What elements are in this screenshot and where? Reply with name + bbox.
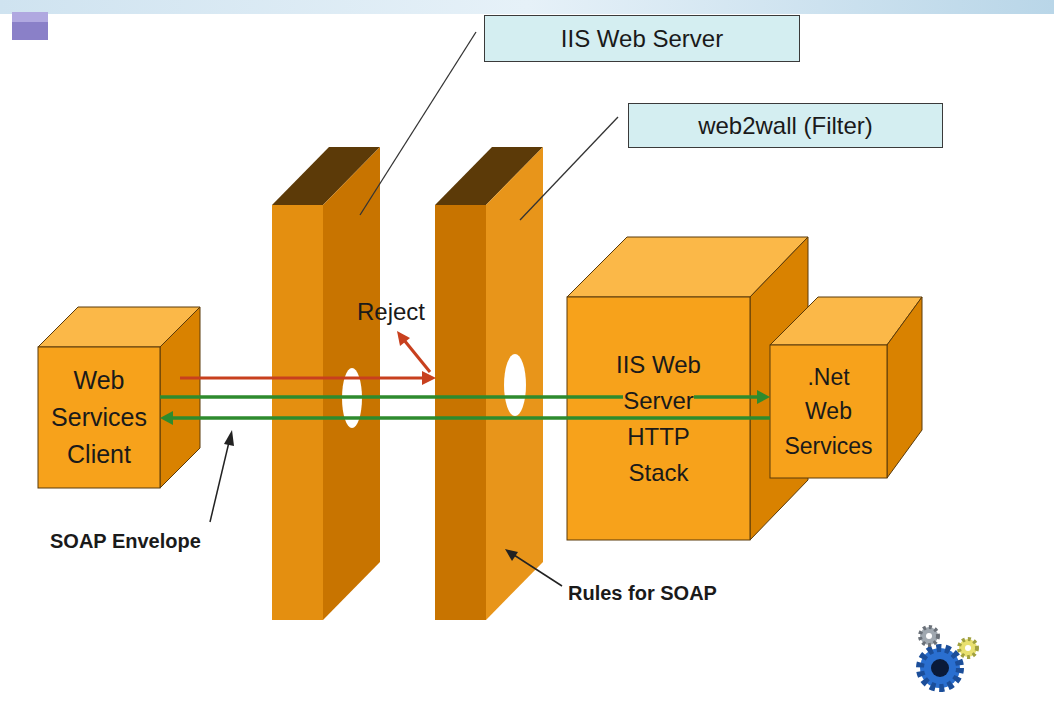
leader-line <box>360 32 476 215</box>
reject-arrow <box>180 331 436 385</box>
arrow-head <box>757 390 770 404</box>
text-wrap: IIS Web Server HTTP Stack <box>596 347 721 491</box>
pointer-arrow <box>210 430 234 522</box>
box-text: IIS Web Server <box>561 21 723 57</box>
top-band <box>0 0 1054 14</box>
corner-square <box>12 12 48 40</box>
client-box: Web Services Client <box>38 347 160 488</box>
gears-icon <box>920 627 977 688</box>
box-text: Web Services Client <box>43 362 155 473</box>
box-text: web2wall (Filter) <box>698 108 873 144</box>
box-text: .Net Web Services <box>781 360 876 462</box>
box-text: IIS Web Server HTTP Stack <box>616 351 701 486</box>
pointer-arrow <box>505 549 562 586</box>
iis-panel <box>272 147 380 620</box>
arrow-line <box>172 416 770 420</box>
filter-panel <box>435 147 543 620</box>
soap-label: SOAP Envelope <box>50 530 201 553</box>
reject-label: Reject <box>357 298 425 326</box>
dotnet-cube <box>770 297 922 478</box>
leader-line <box>520 117 618 220</box>
service-box: .Net Web Services <box>770 345 887 478</box>
arrow-head <box>160 411 173 425</box>
corner-square <box>12 12 48 22</box>
callout-box: IIS Web Server <box>484 15 800 62</box>
rules-label: Rules for SOAP <box>568 582 717 605</box>
server-box: IIS Web Server HTTP Stack <box>567 297 750 540</box>
callout-box: web2wall (Filter) <box>628 103 943 148</box>
